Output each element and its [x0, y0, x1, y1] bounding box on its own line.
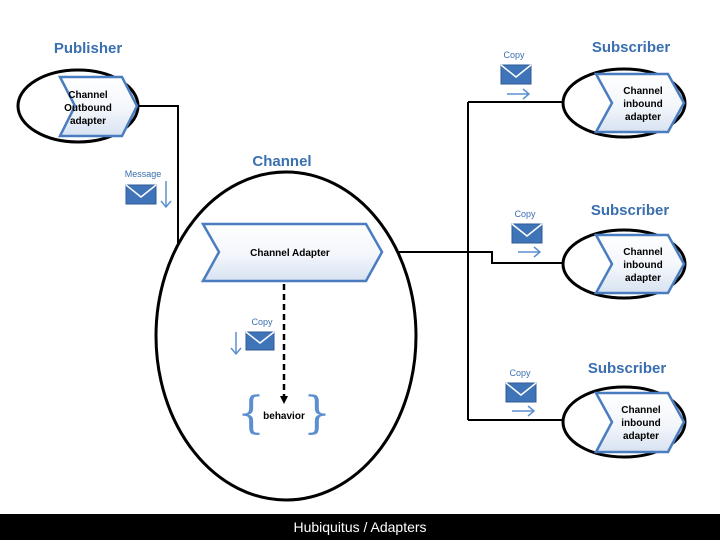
envelope-icon: [245, 331, 275, 351]
close-brace-icon: }: [303, 388, 331, 439]
subscriber-adapter-label-line1: Channel: [621, 405, 661, 416]
channel-adapter-label: Channel Adapter: [250, 248, 330, 259]
arrow-right-icon: [507, 88, 531, 100]
publisher-title: Publisher: [54, 40, 123, 57]
svg-text:{: {: [237, 388, 265, 439]
arrow-right-icon: [518, 246, 542, 258]
subscriber-adapter-label-line1: Channel: [623, 247, 663, 258]
subscriber-copy-label: Copy: [509, 368, 531, 378]
publisher-adapter-shape[interactable]: [57, 75, 139, 138]
arrow-down-icon: [230, 332, 242, 356]
subscriber-adapter-label-line3: adapter: [625, 112, 661, 123]
behavior-label: behavior: [263, 411, 305, 422]
subscriber-group-2: Subscriber Channel inbound adapter Copy: [511, 202, 687, 300]
envelope-icon: [500, 64, 532, 85]
subscriber-adapter-label-line2: inbound: [621, 418, 660, 429]
subscriber-adapter-shape[interactable]: [593, 72, 686, 134]
subscriber-title: Subscriber: [588, 360, 667, 377]
arrow-right-icon: [512, 405, 536, 417]
subscriber-adapter-label-line2: inbound: [623, 99, 662, 110]
channel-group: Channel Channel Adapter Copy { } behavio…: [154, 153, 418, 502]
channel-title: Channel: [252, 153, 311, 170]
publisher-adapter-label-line2: Outbound: [64, 103, 112, 114]
channel-ellipse: [154, 170, 418, 502]
subscriber-adapter-shape[interactable]: [593, 391, 686, 454]
subscriber-adapter-label-line1: Channel: [623, 86, 663, 97]
publisher-adapter-label-line1: Channel: [68, 90, 108, 101]
envelope-icon: [511, 223, 543, 244]
footer-title: Hubiquitus / Adapters: [293, 519, 427, 535]
envelope-icon: [125, 184, 157, 205]
line-to-subscriber-2: [468, 251, 563, 264]
message-label: Message: [125, 169, 162, 179]
open-brace-icon: {: [237, 388, 265, 439]
subscriber-adapter-label-line3: adapter: [623, 431, 659, 442]
adapters-diagram: Publisher Channel Outbound adapter Messa…: [16, 39, 687, 502]
subscriber-adapter-label-line3: adapter: [625, 273, 661, 284]
subscriber-group-3: Subscriber Channel inbound adapter Copy: [505, 360, 687, 459]
arrow-down-icon: [160, 181, 172, 209]
channel-adapter-shape[interactable]: [200, 222, 384, 283]
subscriber-adapter-shape[interactable]: [593, 233, 686, 295]
subscriber-copy-label: Copy: [514, 209, 536, 219]
channel-copy-label: Copy: [251, 317, 273, 327]
publisher-adapter-label-line3: adapter: [70, 116, 106, 127]
publisher-group: Publisher Channel Outbound adapter: [16, 40, 140, 144]
subscriber-copy-label: Copy: [503, 50, 525, 60]
envelope-icon: [505, 382, 537, 403]
subscriber-title: Subscriber: [592, 39, 671, 56]
message-indicator: Message: [125, 169, 172, 209]
svg-text:}: }: [303, 388, 331, 439]
subscriber-adapter-label-line2: inbound: [623, 260, 662, 271]
footer-bar: Hubiquitus / Adapters: [0, 514, 720, 540]
subscriber-group-1: Subscriber Channel inbound adapter Copy: [500, 39, 687, 139]
subscriber-title: Subscriber: [591, 202, 670, 219]
